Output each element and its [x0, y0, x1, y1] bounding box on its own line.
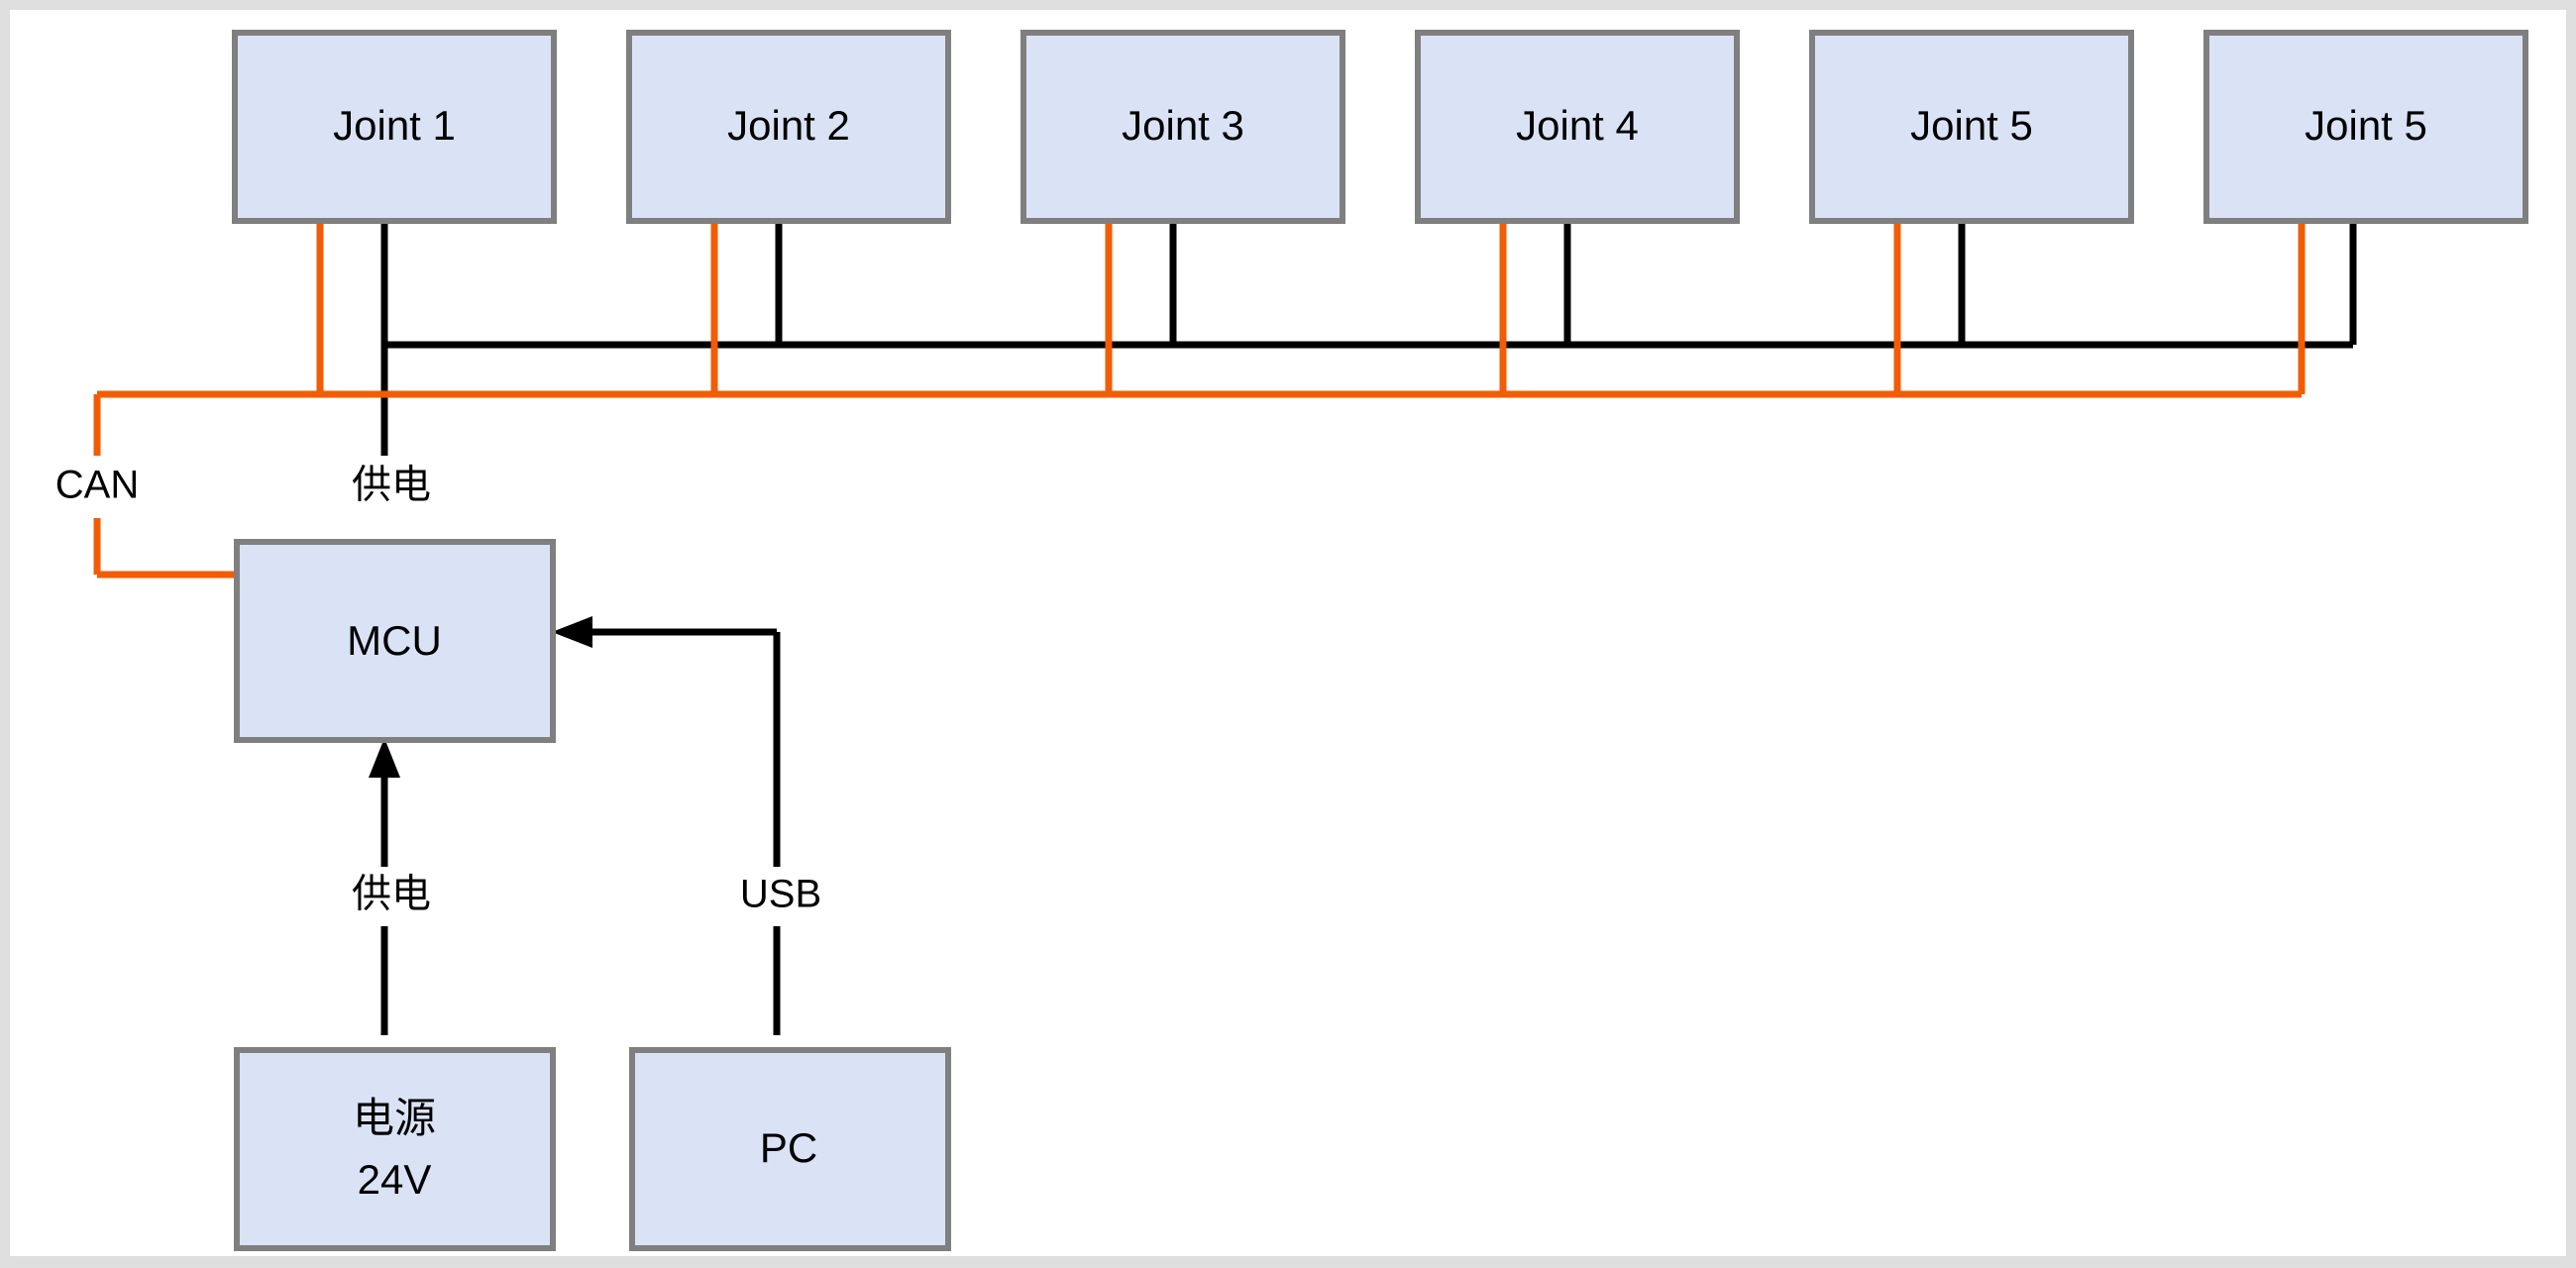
pc-label: PC — [760, 1124, 817, 1171]
power-input-wire — [369, 738, 400, 1035]
joint-5-box[interactable] — [1809, 30, 2134, 224]
joint-3-node[interactable]: Joint 3 — [1020, 30, 1345, 224]
joint-5-node[interactable]: Joint 5 — [1809, 30, 2134, 224]
joint-2-node[interactable]: Joint 2 — [626, 30, 951, 224]
power-supply-label-line1: 电源 — [353, 1095, 436, 1141]
mcu-box[interactable] — [234, 539, 556, 743]
joint-4-label: Joint 4 — [1516, 102, 1639, 149]
joint-6-box[interactable] — [2203, 30, 2528, 224]
can-edge-label: CAN — [55, 464, 139, 507]
joint-1-node[interactable]: Joint 1 — [232, 30, 557, 224]
joint-6-node[interactable]: Joint 5 — [2203, 30, 2528, 224]
joint-2-label: Joint 2 — [727, 102, 850, 149]
power-supply-node[interactable]: 电源 24V — [234, 1047, 556, 1251]
pc-box[interactable] — [629, 1047, 951, 1251]
power-in-edge-label: 供电 — [352, 873, 431, 916]
joint-1-box[interactable] — [232, 30, 557, 224]
block-diagram: Joint 1 Joint 2 Joint 3 Joint 4 Joint 5 … — [55, 30, 2528, 1251]
joint-4-node[interactable]: Joint 4 — [1415, 30, 1740, 224]
joint-4-box[interactable] — [1415, 30, 1740, 224]
power-bus-edge-label: 供电 — [352, 464, 431, 507]
joint-6-label: Joint 5 — [2305, 102, 2427, 149]
joint-1-label: Joint 1 — [333, 102, 456, 149]
joint-5-label: Joint 5 — [1910, 102, 2033, 149]
joint-3-label: Joint 3 — [1122, 102, 1244, 149]
mcu-label: MCU — [347, 617, 442, 664]
power-supply-label-line2: 24V — [358, 1156, 432, 1203]
pc-node[interactable]: PC — [629, 1047, 951, 1251]
power-supply-box[interactable] — [234, 1047, 556, 1251]
usb-edge-label: USB — [740, 873, 821, 916]
power-in-arrow-mcu — [369, 738, 400, 778]
mcu-node[interactable]: MCU — [234, 539, 556, 743]
diagram-canvas: Joint 1 Joint 2 Joint 3 Joint 4 Joint 5 … — [10, 10, 2566, 1256]
usb-wire — [552, 616, 781, 1035]
joint-3-box[interactable] — [1020, 30, 1345, 224]
usb-arrow-mcu — [552, 616, 592, 648]
joint-2-box[interactable] — [626, 30, 951, 224]
